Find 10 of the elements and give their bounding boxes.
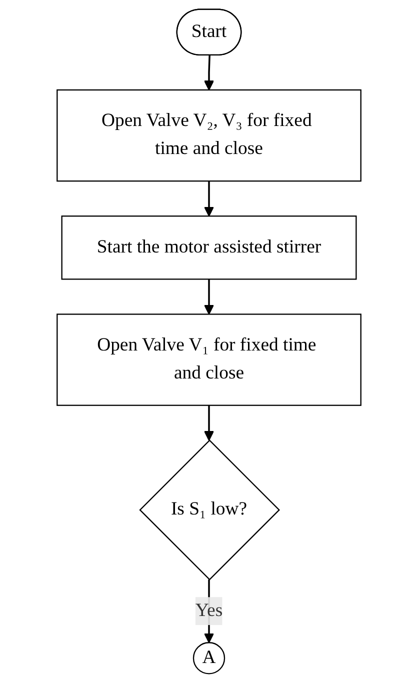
- node-box: Start the motor assisted stirrer: [61, 216, 357, 280]
- node-diamond: Is S₁ low?: [139, 440, 280, 580]
- node-circle: A: [192, 642, 226, 674]
- arrow: [204, 181, 214, 217]
- node-box: Open Valve V₁ for fixed time and close: [56, 314, 362, 406]
- edge-label: Yes: [195, 600, 223, 620]
- arrow: [204, 279, 214, 315]
- node-box: Open Valve V₂, V₃ for fixed time and close: [56, 89, 362, 182]
- arrow: [204, 405, 214, 441]
- arrow: [204, 55, 214, 90]
